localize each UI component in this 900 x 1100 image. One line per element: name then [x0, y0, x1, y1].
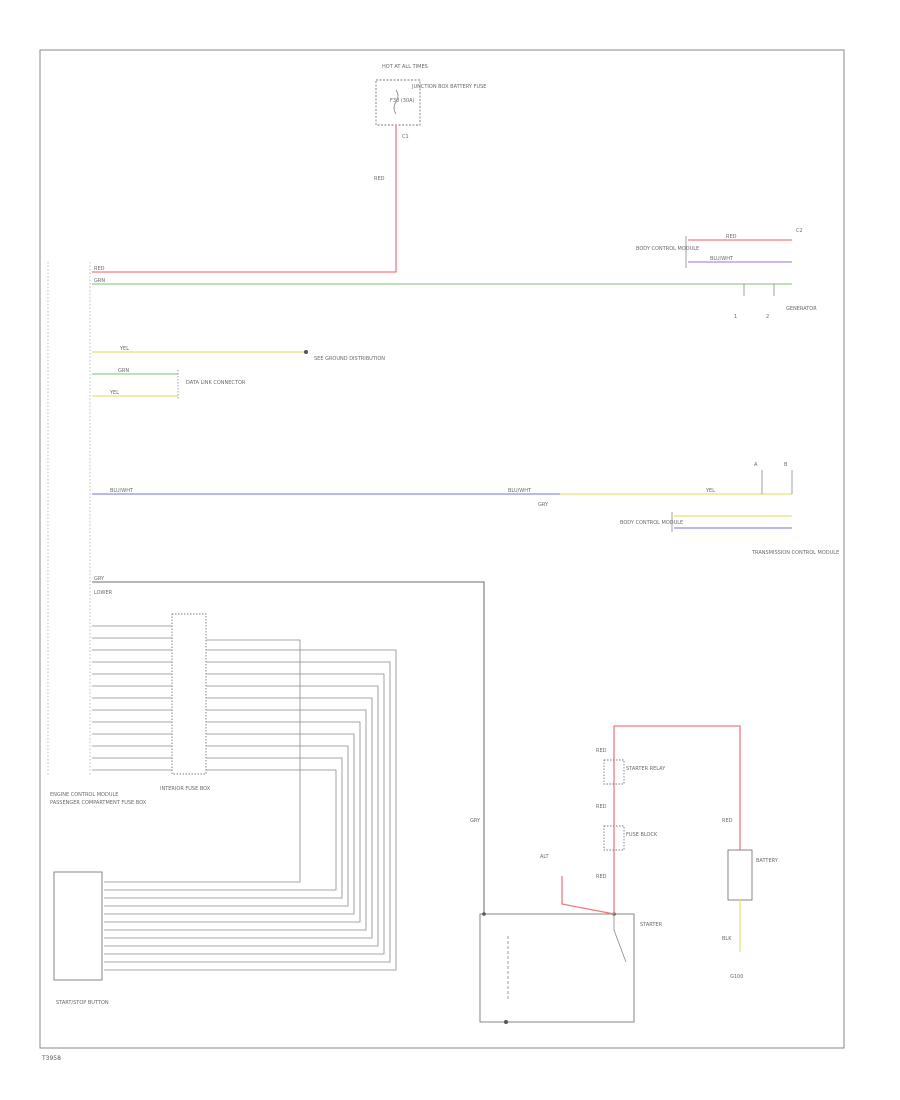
starter-ground — [504, 1020, 508, 1024]
start-stop-button-box: START/STOP BUTTON — [53, 871, 109, 1006]
gray-vertical-label: GRY — [470, 818, 481, 824]
right-sensor-pins: 1 2 GENERATOR — [734, 284, 817, 320]
battery-group: BATTERY BLK G100 RED — [722, 818, 779, 980]
top-fuse-box: HOT AT ALL TIMES JUNCTION BOX BATTERY FU… — [374, 64, 486, 182]
blue-wire-label: BLU/WHT — [110, 488, 134, 494]
ecm-label: ENGINE CONTROL MODULE — [50, 792, 118, 798]
tcm-pin-a: A — [754, 462, 758, 468]
ecm-connector-column — [47, 262, 91, 775]
start-stop-connector: INTERIOR FUSE BOX — [160, 613, 211, 792]
splice-label: GRY — [538, 502, 549, 508]
right-pin-label-2: 2 — [766, 314, 769, 320]
junction-box-label: JUNCTION BOX BATTERY FUSE — [411, 84, 486, 90]
starter-wire-label: RED — [596, 874, 607, 880]
ground-point-1 — [304, 350, 308, 354]
starter-pin-1 — [482, 912, 486, 916]
fuse-block-label: FUSE BLOCK — [626, 832, 658, 838]
footer-code: T3958 — [41, 1055, 61, 1062]
right-pin-label-1: 1 — [734, 314, 737, 320]
main-red-wire — [92, 126, 397, 273]
signal-wire-bundle — [92, 625, 397, 971]
starter-relay-block: STARTER RELAY FUSE BLOCK RED RED RED — [596, 748, 666, 880]
yellow-wire-label: YEL — [119, 346, 129, 352]
alt-red-wire — [561, 876, 615, 915]
start-stop-label: START/STOP BUTTON — [56, 1000, 109, 1006]
fuse-symbol — [393, 89, 399, 115]
tcm-connector: BODY CONTROL MODULE A B TRANSMISSION CON… — [620, 462, 839, 556]
lower-label: LOWER — [94, 590, 113, 596]
battery-wire-label: BLK — [722, 936, 732, 942]
starter-assembly: STARTER — [479, 912, 663, 1024]
right-sensor-label: GENERATOR — [786, 306, 817, 312]
tcm-bcm-label: BODY CONTROL MODULE — [620, 520, 683, 526]
dlc-wire2-label: YEL — [109, 390, 119, 396]
hot-at-all-times-label: HOT AT ALL TIMES — [382, 64, 428, 70]
battery-ground-label: G100 — [730, 974, 743, 980]
starter-label: STARTER — [640, 922, 663, 928]
battery-label: BATTERY — [756, 858, 779, 864]
relay-label: STARTER RELAY — [626, 766, 666, 772]
top-wire-color-label: RED — [374, 176, 385, 182]
dlc-wire1-label: GRN — [118, 368, 129, 374]
tr-red-label: RED — [726, 234, 737, 240]
tcm-wire-label: YEL — [705, 488, 715, 494]
ground-dist-label: SEE GROUND DISTRIBUTION — [314, 356, 385, 362]
tr-bcm-label: BODY CONTROL MODULE — [636, 246, 699, 252]
red-wire-label-left: RED — [94, 266, 105, 272]
gray-starter-wire — [92, 581, 485, 914]
tr-purple-label: BLU/WHT — [710, 256, 734, 262]
battery-red-wire — [613, 725, 741, 914]
top-right-connector: C2 BODY CONTROL MODULE RED BLU/WHT — [636, 228, 803, 268]
tcm-label: TRANSMISSION CONTROL MODULE — [751, 550, 839, 556]
battery-top-label: RED — [722, 818, 733, 824]
ecm-sub-label: PASSENGER COMPARTMENT FUSE BOX — [50, 800, 147, 806]
start-stop-conn-label: INTERIOR FUSE BOX — [160, 786, 211, 792]
diagram-frame — [39, 49, 845, 1049]
dlc-label: DATA LINK CONNECTOR — [186, 380, 246, 386]
blue-wire-label-right: BLU/WHT — [508, 488, 532, 494]
tr-conn-label: C2 — [796, 228, 803, 234]
relay-wire-label: RED — [596, 748, 607, 754]
fuse-id-label: F30 (30A) — [390, 98, 415, 104]
fuse-connector-label: C1 — [402, 134, 409, 140]
fuse-wire-label: RED — [596, 804, 607, 810]
gray-wire-label: GRY — [94, 576, 105, 582]
tcm-pin-b: B — [784, 462, 788, 468]
starter-switch — [613, 914, 627, 963]
green-wire-label: GRN — [94, 278, 105, 284]
alt-label: ALT — [540, 854, 550, 860]
